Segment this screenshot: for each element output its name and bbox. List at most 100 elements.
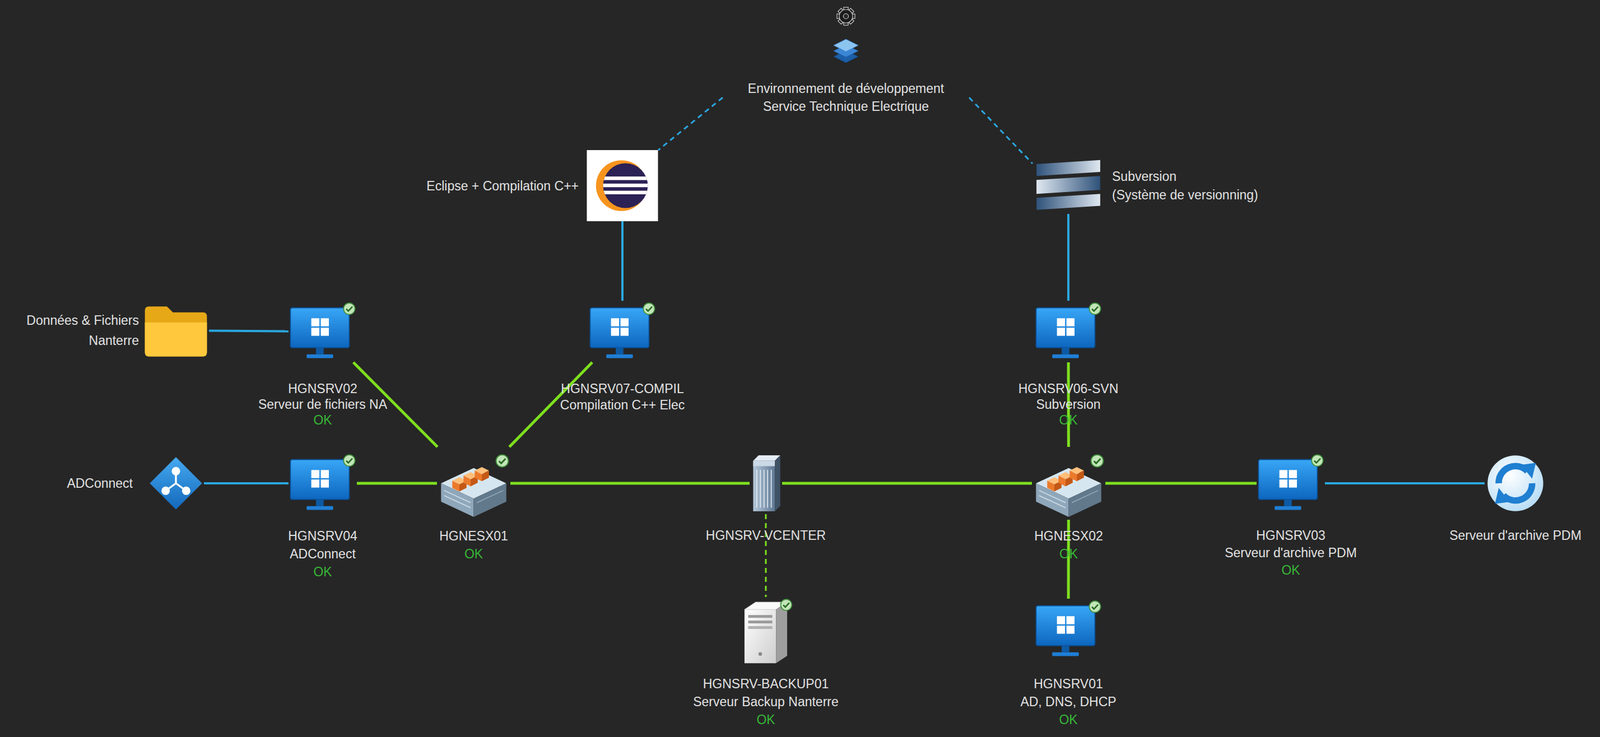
label-block: HGNSRV-BACKUP01Serveur Backup NanterreOK [692,675,839,729]
backup-symbol [744,599,792,664]
label-block: HGNSRV04ADConnectOK [287,527,358,581]
backup-server: HGNSRV-BACKUP01Serveur Backup NanterreOK [738,597,793,667]
eclipse-symbol [587,150,659,222]
status-text: OK [439,545,509,564]
label-block: HGNSRV02Serveur de fichiers NAOK [258,380,388,429]
esx-symbol [440,454,509,518]
monitor-symbol [589,303,655,358]
svn-symbol [1036,160,1101,211]
monitor-symbol [290,303,355,358]
esx-host: HGNESX01OK [436,447,511,520]
env-symbol [833,7,859,63]
adconnect-symbol [149,457,202,510]
environment-group: Environnement de développement Service T… [722,0,970,115]
node-label: Serveur d'archive PDM [1449,527,1582,544]
server-vm: HGNSRV02Serveur de fichiers NAOK [288,300,357,363]
monitor-symbol [1035,601,1101,657]
monitor-symbol [1035,303,1101,358]
label-block: Environnement de développement Service T… [733,79,958,116]
network-link [782,482,1032,486]
ide-icon: Eclipse + Compilation C++ [586,150,659,222]
esx-host: HGNESX02OK [1031,447,1106,520]
label-block: Subversion(Système de versionning) [1112,167,1259,205]
network-link [208,330,289,332]
monitor-icon [1256,452,1325,515]
dashed-link [969,97,1033,164]
status-text: OK [1224,561,1357,580]
monitor-symbol [290,454,355,510]
label-block: HGNSRV06-SVNSubversionOK [1018,380,1119,429]
server-vm: HGNSRV03Serveur d'archive PDMOK [1256,452,1325,515]
status-text: OK [1020,710,1116,729]
versioning-icon: Subversion(Système de versionning) [1032,157,1105,215]
vcenter-server: HGNSRV-VCENTER [749,452,783,515]
node-label: ADConnect [287,545,358,564]
node-label: HGNESX02 [1034,527,1104,546]
node-label: Environnement de développement Service T… [733,79,958,116]
vcenter-symbol [752,455,780,512]
label-block: ADConnect [66,475,133,492]
vcenter-icon [749,452,783,515]
pdm-symbol [1487,455,1543,511]
node-label: Subversion [1018,396,1119,413]
node-label: Serveur d'archive PDM [1224,544,1357,562]
server-vm: HGNSRV06-SVNSubversionOK [1034,300,1103,363]
env-icon [829,2,863,68]
status-text: OK [287,563,358,581]
label-block: Eclipse + Compilation C++ [426,177,579,195]
status-text: OK [1034,545,1104,564]
node-label: Serveur Backup Nanterre [692,692,839,711]
network-link [1105,482,1257,486]
node-label: AD, DNS, DHCP [1020,692,1116,711]
label-block: HGNSRV03Serveur d'archive PDMOK [1224,527,1357,580]
label-block: HGNESX02OK [1034,527,1104,564]
folder-symbol [145,306,208,357]
esx-icon [436,447,511,520]
folder-icon: Données & Fichiers Nanterre [142,302,209,359]
folder-icon [142,302,209,359]
node-label: Serveur de fichiers NA [258,396,388,413]
adconnect-icon [147,453,204,514]
network-link [621,221,624,301]
label-block: HGNSRV01AD, DNS, DHCPOK [1020,675,1116,729]
eclipse-icon [586,150,659,222]
pdm-icon [1484,453,1547,514]
node-label: HGNSRV04 [287,527,358,546]
esx-symbol [1035,454,1104,518]
monitor-icon [288,452,357,515]
network-link [510,482,750,486]
label-block: HGNSRV-VCENTER [705,527,826,544]
node-label: HGNSRV01 [1020,675,1116,693]
server-vm: HGNSRV07-COMPILCompilation C++ Elec [588,300,657,363]
dashed-link [765,514,767,598]
server-vm: HGNSRV01AD, DNS, DHCPOK [1034,598,1103,661]
monitor-symbol [1258,454,1323,510]
dashed-link [658,97,723,151]
network-link [1324,482,1485,485]
network-link [356,482,437,486]
node-label: HGNESX01 [439,527,509,546]
server-vm: HGNSRV04ADConnectOK [288,452,357,515]
network-link [203,482,289,485]
node-label: HGNSRV03 [1224,527,1357,545]
monitor-icon [1034,598,1103,661]
node-label: HGNSRV06-SVN [1018,380,1119,397]
label-block: HGNSRV07-COMPILCompilation C++ Elec [560,380,685,414]
monitor-icon [588,300,657,363]
node-label: HGNSRV02 [258,380,388,397]
esx-icon [1031,447,1106,520]
node-label: Données & Fichiers Nanterre [4,310,139,351]
node-label: Eclipse + Compilation C++ [426,177,579,195]
label-block: Serveur d'archive PDM [1449,527,1582,544]
status-text: OK [258,412,388,429]
node-label: (Système de versionning) [1112,185,1259,205]
status-text: OK [692,710,839,729]
sync-service-icon: ADConnect [147,453,204,514]
monitor-icon [1034,300,1103,363]
svn-icon [1032,157,1105,215]
status-text: OK [1018,412,1119,429]
network-link [1067,214,1070,301]
node-label: HGNSRV-BACKUP01 [692,675,839,693]
monitor-icon [288,300,357,363]
